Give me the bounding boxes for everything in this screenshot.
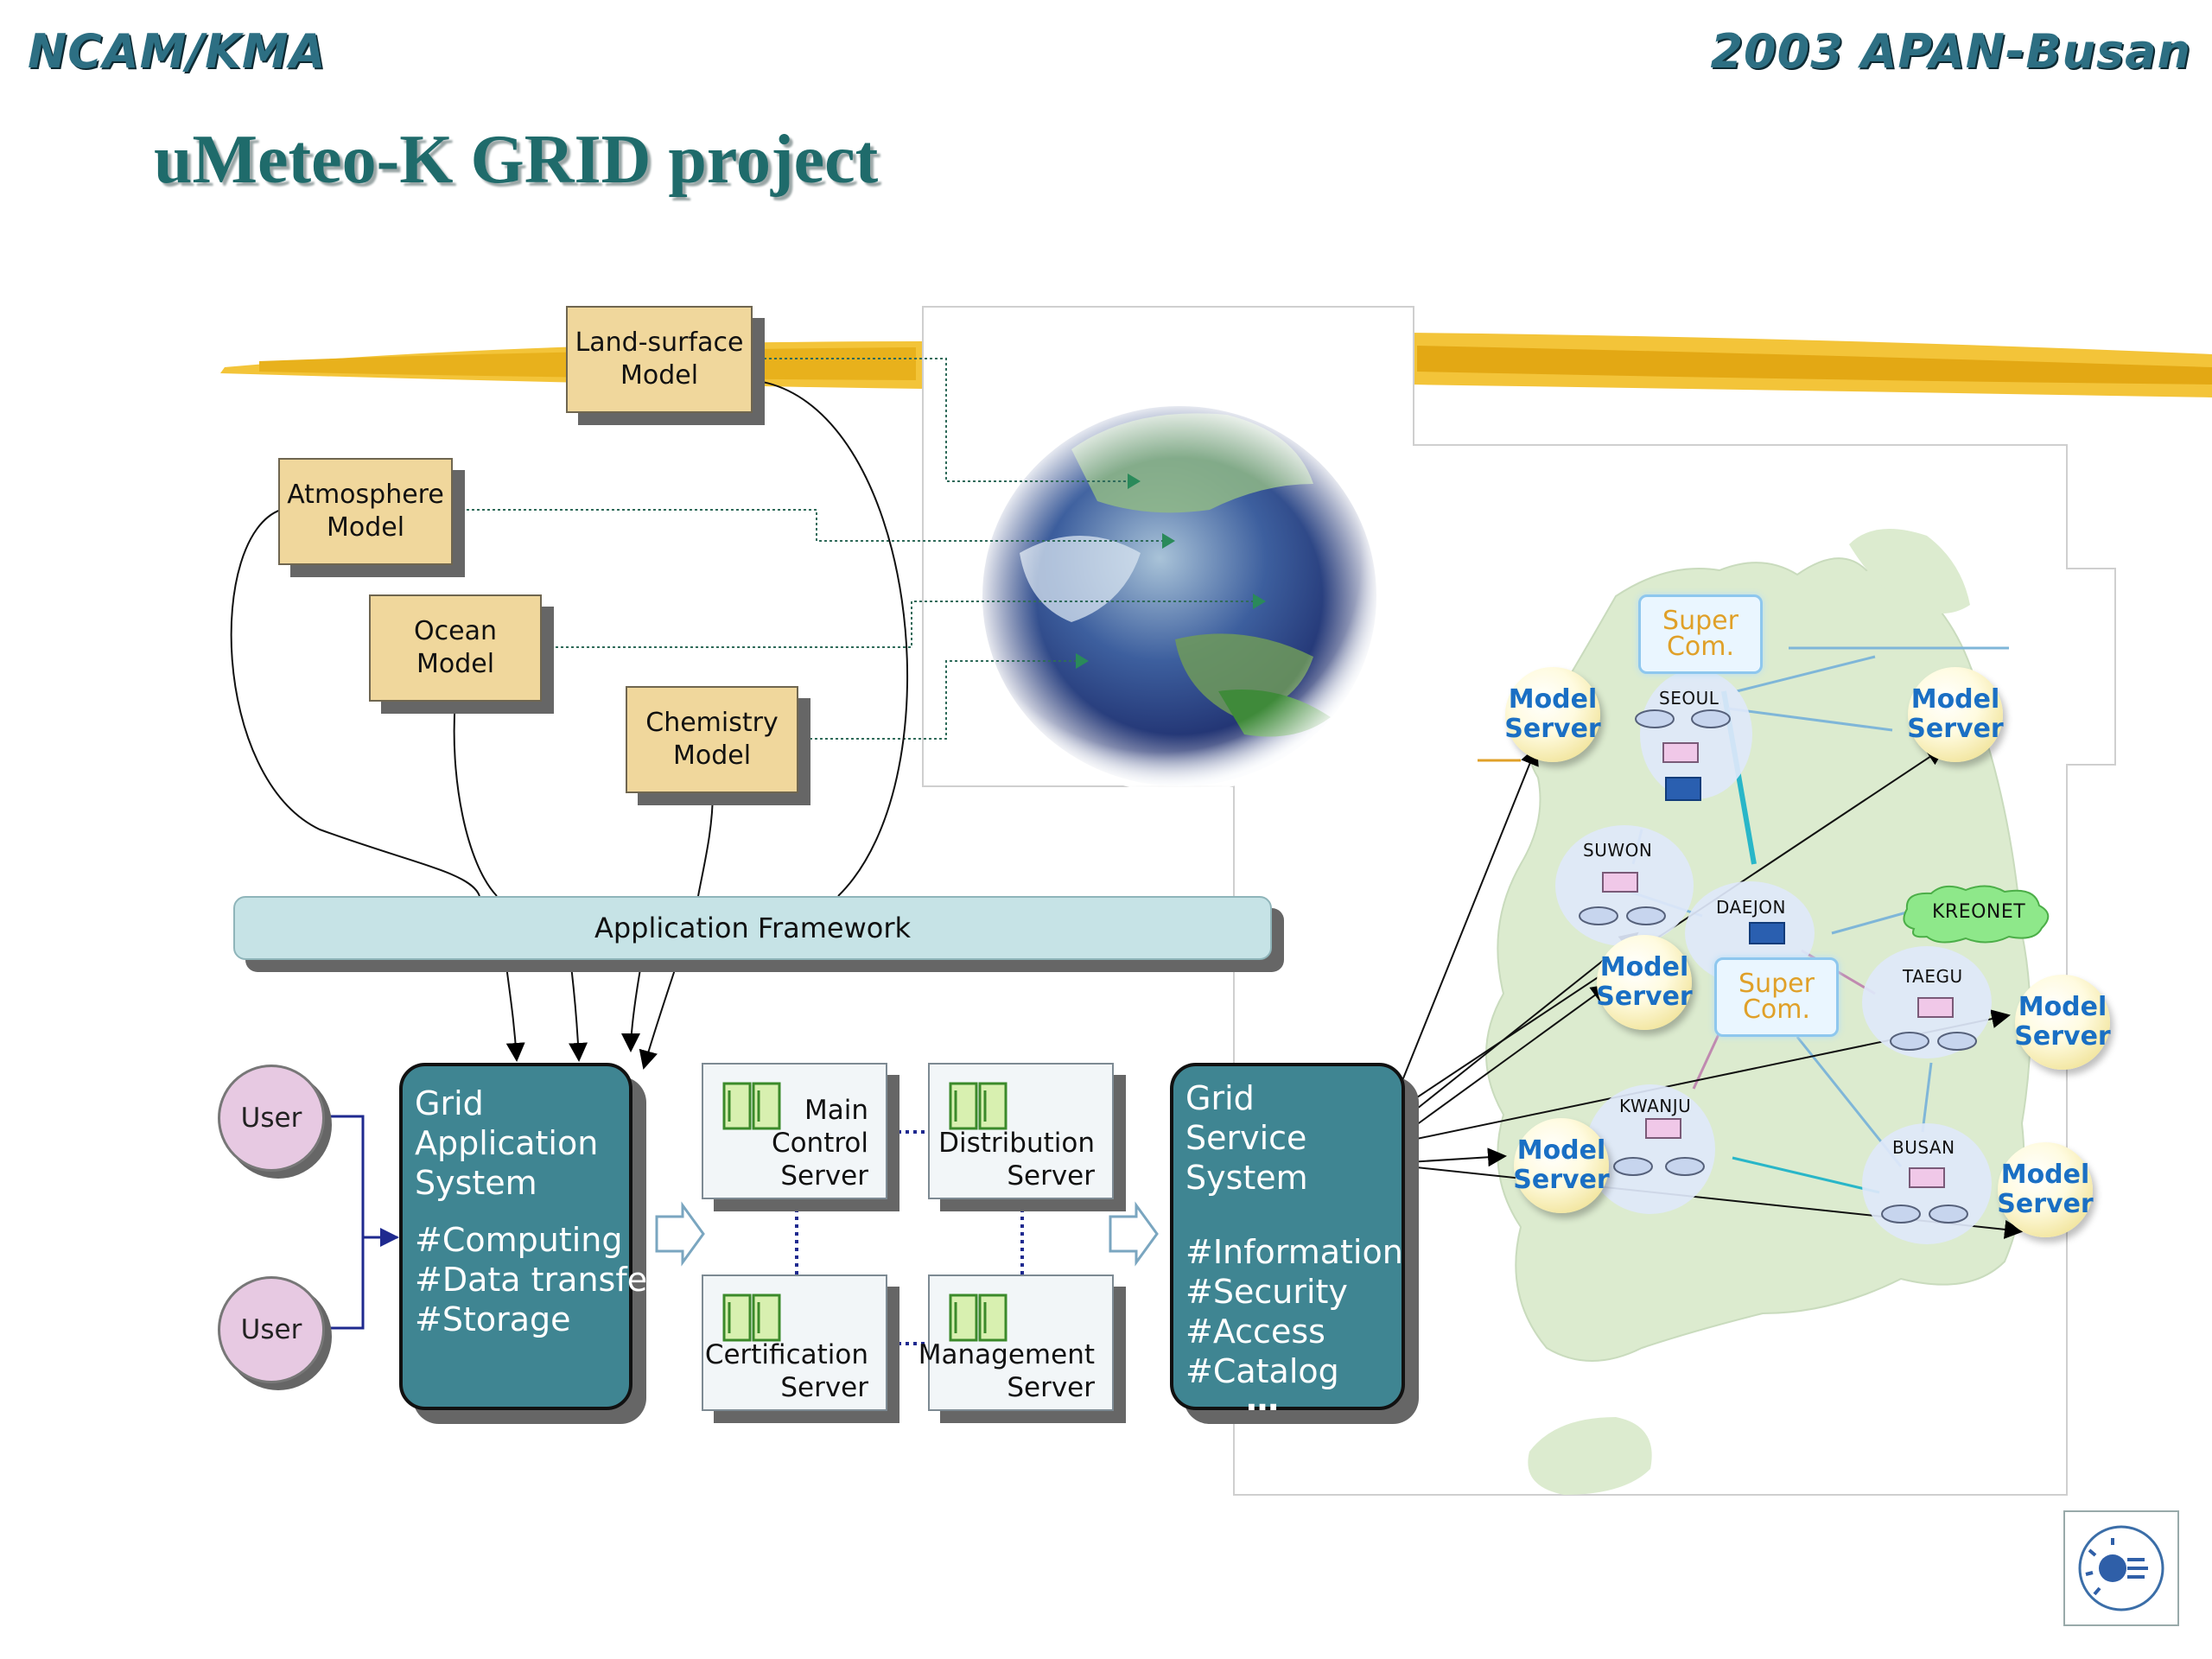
distribution-server-label: Distribution Server [938,1128,1095,1192]
grid-app-item: #Storage [415,1300,571,1338]
model-server-3: Model Server [1596,935,1693,1030]
grid-application-system-box: Grid Application System #Computing #Data… [399,1063,661,1410]
header-right: 2003 APAN-Busan [1710,24,2191,79]
model-server-4: Model Server [2014,975,2111,1070]
user-node-1: User [218,1065,325,1172]
city-label-daejon: DAEJON [1716,897,1786,918]
super-computer-seoul: Super Com. [1638,594,1763,674]
management-server-box: Management Server [918,1274,1114,1411]
server-icon [949,1294,1007,1342]
model-server-2: Model Server [1907,667,2004,762]
grid-service-system-box: Grid Service System #Information #Securi… [1170,1063,1405,1418]
kma-logo [2063,1510,2179,1626]
grid-service-item: #Security [1185,1273,1348,1311]
city-label-seoul: SEOUL [1659,688,1719,709]
city-label-busan: BUSAN [1892,1137,1955,1158]
atmosphere-model-box: Atmosphere Model [278,458,453,565]
main-control-server-box: Main Control Server [702,1063,887,1199]
model-server-5: Model Server [1513,1118,1610,1213]
grid-application-title: Grid Application System [415,1084,599,1202]
globe-image [976,399,1383,793]
grid-service-ellipsis: … [1246,1380,1279,1418]
grid-service-item: #Catalog [1185,1352,1339,1390]
server-rack-icon [1665,777,1785,944]
grid-app-item: #Data transfer [415,1261,661,1299]
server-icon [949,1082,1007,1130]
city-label-kwanju: KWANJU [1619,1096,1692,1116]
header-left: NCAM/KMA [28,24,327,79]
user-node-2: User [218,1276,325,1383]
grid-service-item: #Access [1185,1313,1325,1351]
grid-service-title: Grid Service System [1185,1079,1308,1197]
page-title: uMeteo-K GRID project [154,122,879,198]
network-devices [1579,709,1977,1224]
certification-server-label: Certification Server [704,1339,868,1403]
ocean-model-box: Ocean Model [369,594,542,702]
model-curves [230,379,909,897]
kma-emblem-icon [2078,1525,2164,1611]
kreonet-cloud [1903,885,2050,944]
application-framework-bar: Application Framework [233,896,1272,960]
model-globe-links [451,358,1262,740]
main-control-server-label: Main Control Server [771,1095,868,1192]
switch-icon [1602,742,1954,1188]
grid-service-item: #Information [1185,1233,1403,1271]
model-server-6: Model Server [1997,1142,2094,1237]
grid-app-item: #Computing [415,1221,623,1259]
server-links [795,1130,1024,1345]
management-server-label: Management Server [918,1339,1095,1403]
land-surface-model-box: Land-surface Model [566,306,753,413]
distribution-server-box: Distribution Server [928,1063,1114,1199]
flow-arrows [655,1201,1159,1267]
kreonet-label: KREONET [1932,901,2026,923]
chemistry-model-box: Chemistry Model [626,686,798,793]
city-label-suwon: SUWON [1583,840,1653,861]
model-server-1: Model Server [1504,667,1601,762]
city-label-taegu: TAEGU [1903,966,1963,987]
user-bracket [321,1115,399,1330]
framework-to-grid-arrows [505,958,679,1070]
server-icon [722,1294,781,1342]
super-computer-daejon: Super Com. [1714,957,1839,1037]
globe-link-arrowheads [1076,474,1266,669]
certification-server-box: Certification Server [702,1274,887,1411]
server-icon [722,1082,781,1130]
kwanju-node [1586,1084,1715,1214]
router-icon [1579,709,1977,1224]
